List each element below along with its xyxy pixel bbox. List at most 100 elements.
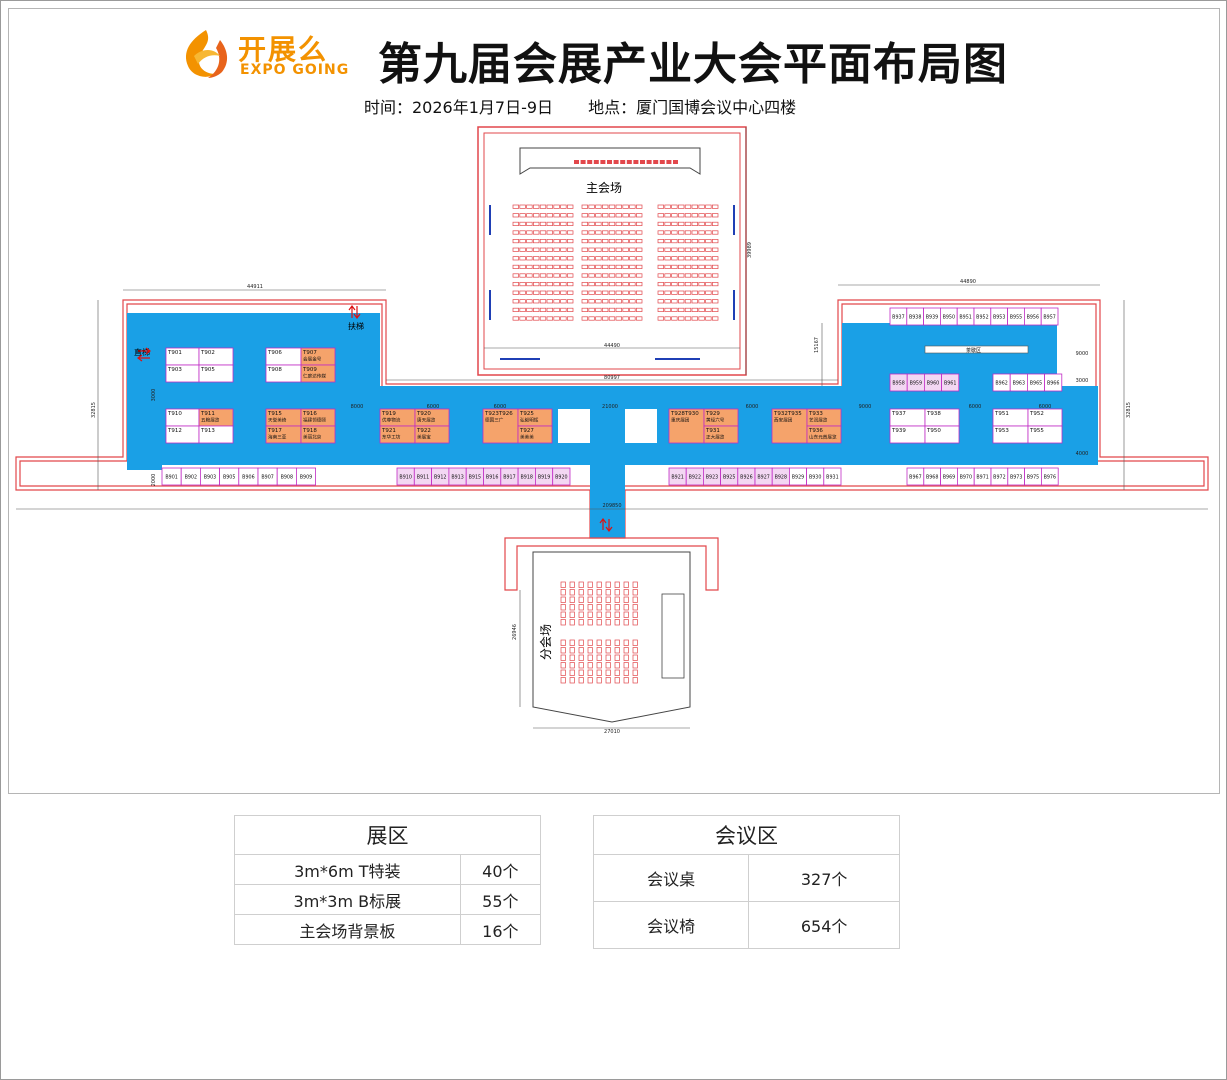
backdrop-board	[607, 160, 612, 164]
seat	[636, 239, 643, 244]
svg-text:T953: T953	[994, 428, 1009, 434]
seat	[588, 230, 595, 235]
seat	[691, 273, 698, 278]
seat	[623, 662, 629, 669]
seat	[608, 204, 616, 209]
seat	[614, 639, 620, 646]
main-hall: 主会场	[477, 126, 747, 376]
booth-t951: T951	[992, 408, 1029, 427]
seat	[567, 204, 574, 209]
seat	[596, 581, 602, 588]
seat	[678, 273, 685, 278]
seat	[705, 307, 712, 312]
seat	[615, 239, 622, 244]
seat	[519, 204, 526, 209]
seat	[539, 230, 547, 235]
seat	[526, 282, 533, 287]
event-info: 时间：2026年1月7日-9日 地点：厦门国博会议中心四楼	[364, 94, 826, 118]
seat	[587, 647, 593, 654]
booth-b902: B902	[180, 467, 201, 486]
seat	[519, 273, 526, 278]
seat	[546, 221, 553, 226]
svg-text:黄经六号: 黄经六号	[706, 417, 725, 424]
seat	[705, 230, 712, 235]
seat	[632, 596, 638, 603]
seat	[615, 221, 622, 226]
seat	[539, 204, 547, 209]
seat	[614, 581, 620, 588]
seat	[678, 247, 685, 252]
meeting-table-title: 会议区	[593, 815, 900, 855]
seat	[569, 589, 575, 596]
seat	[664, 213, 671, 218]
seat	[553, 247, 560, 252]
seat	[698, 307, 705, 312]
booth-b923: B923	[703, 467, 722, 486]
seat	[671, 230, 678, 235]
svg-text:B969: B969	[943, 474, 955, 480]
seat	[578, 581, 584, 588]
seat	[602, 256, 609, 261]
booth-b967: B967	[906, 467, 925, 486]
seat	[539, 239, 547, 244]
seat	[595, 299, 602, 304]
seat	[526, 290, 533, 295]
booth-t902: T902	[198, 347, 234, 366]
booth-b959: B959	[906, 373, 925, 392]
seat	[615, 290, 622, 295]
seat	[578, 662, 584, 669]
escalator: 扶梯	[348, 305, 364, 331]
booth-t908: T908	[265, 364, 302, 383]
seat	[678, 299, 685, 304]
seat	[587, 677, 593, 684]
svg-text:B906: B906	[242, 474, 254, 480]
backdrop-board	[633, 160, 639, 164]
seat	[698, 256, 705, 261]
seat	[578, 619, 584, 626]
seat	[636, 299, 643, 304]
svg-text:B976: B976	[1044, 474, 1056, 480]
seat	[678, 264, 685, 269]
seat	[678, 230, 685, 235]
seat	[657, 204, 664, 209]
seat	[512, 204, 519, 209]
seat	[629, 299, 636, 304]
seat	[596, 604, 602, 611]
seat	[629, 256, 636, 261]
seat	[636, 307, 643, 312]
seat	[512, 316, 519, 321]
seat	[512, 256, 519, 261]
seat	[622, 307, 629, 312]
seat	[539, 282, 547, 287]
seat	[671, 204, 678, 209]
seat	[546, 256, 553, 261]
seat	[602, 213, 609, 218]
seat	[608, 256, 616, 261]
seat	[671, 213, 678, 218]
seat	[623, 604, 629, 611]
seat	[560, 619, 566, 626]
seat	[560, 247, 567, 252]
seat	[623, 619, 629, 626]
booth-b971: B971	[973, 467, 992, 486]
svg-text:福建领德颐: 福建领德颐	[303, 417, 326, 424]
seat	[560, 677, 566, 684]
seat	[615, 247, 622, 252]
seat	[664, 299, 671, 304]
seat	[587, 639, 593, 646]
svg-text:B937: B937	[892, 314, 904, 320]
svg-text:T919: T919	[381, 411, 396, 417]
svg-text:T917: T917	[267, 428, 282, 434]
seat	[602, 247, 609, 252]
logo-english-text: EXPO GOING	[240, 62, 350, 78]
svg-text:B901: B901	[165, 474, 177, 480]
seat	[614, 596, 620, 603]
seat	[691, 230, 698, 235]
svg-text:B917: B917	[503, 474, 515, 480]
seat	[596, 611, 602, 618]
backdrop-board	[574, 160, 579, 164]
dimension-label: 26946	[512, 624, 518, 640]
seat	[671, 299, 678, 304]
